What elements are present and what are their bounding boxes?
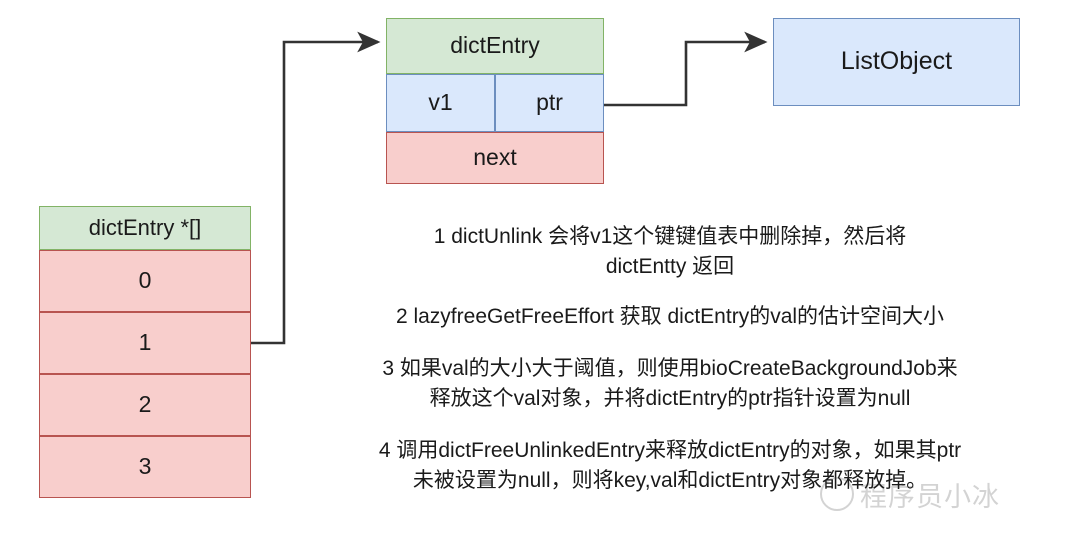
dictentry-array-cell-1: 1	[39, 312, 251, 374]
connector-ptr-to-listobject	[604, 31, 768, 107]
note-step-4: 4 调用dictFreeUnlinkedEntry来释放dictEntry的对象…	[378, 439, 962, 492]
note-step-2: 2 lazyfreeGetFreeEffort 获取 dictEntry的val…	[395, 305, 945, 328]
note-step-1: 1 dictUnlink 会将v1这个键键值表中删除掉，然后将 dictEntt…	[433, 225, 907, 278]
dictentry-array-cell-3: 3	[39, 436, 251, 498]
dictentry-field-v1: v1	[386, 74, 495, 132]
note-step-3: 3 如果val的大小大于阈值，则使用bioCreateBackgroundJob…	[382, 357, 958, 410]
dictentry-field-next: next	[386, 132, 604, 184]
notes-block: 1 dictUnlink 会将v1这个键键值表中删除掉，然后将 dictEntt…	[300, 222, 1040, 496]
dictentry-array-cell-0: 0	[39, 250, 251, 312]
dictentry-array-cell-2: 2	[39, 374, 251, 436]
listobject-box: ListObject	[773, 18, 1020, 106]
dictentry-struct-header: dictEntry	[386, 18, 604, 74]
dictentry-array-header: dictEntry *[]	[39, 206, 251, 250]
dictentry-field-ptr: ptr	[495, 74, 604, 132]
